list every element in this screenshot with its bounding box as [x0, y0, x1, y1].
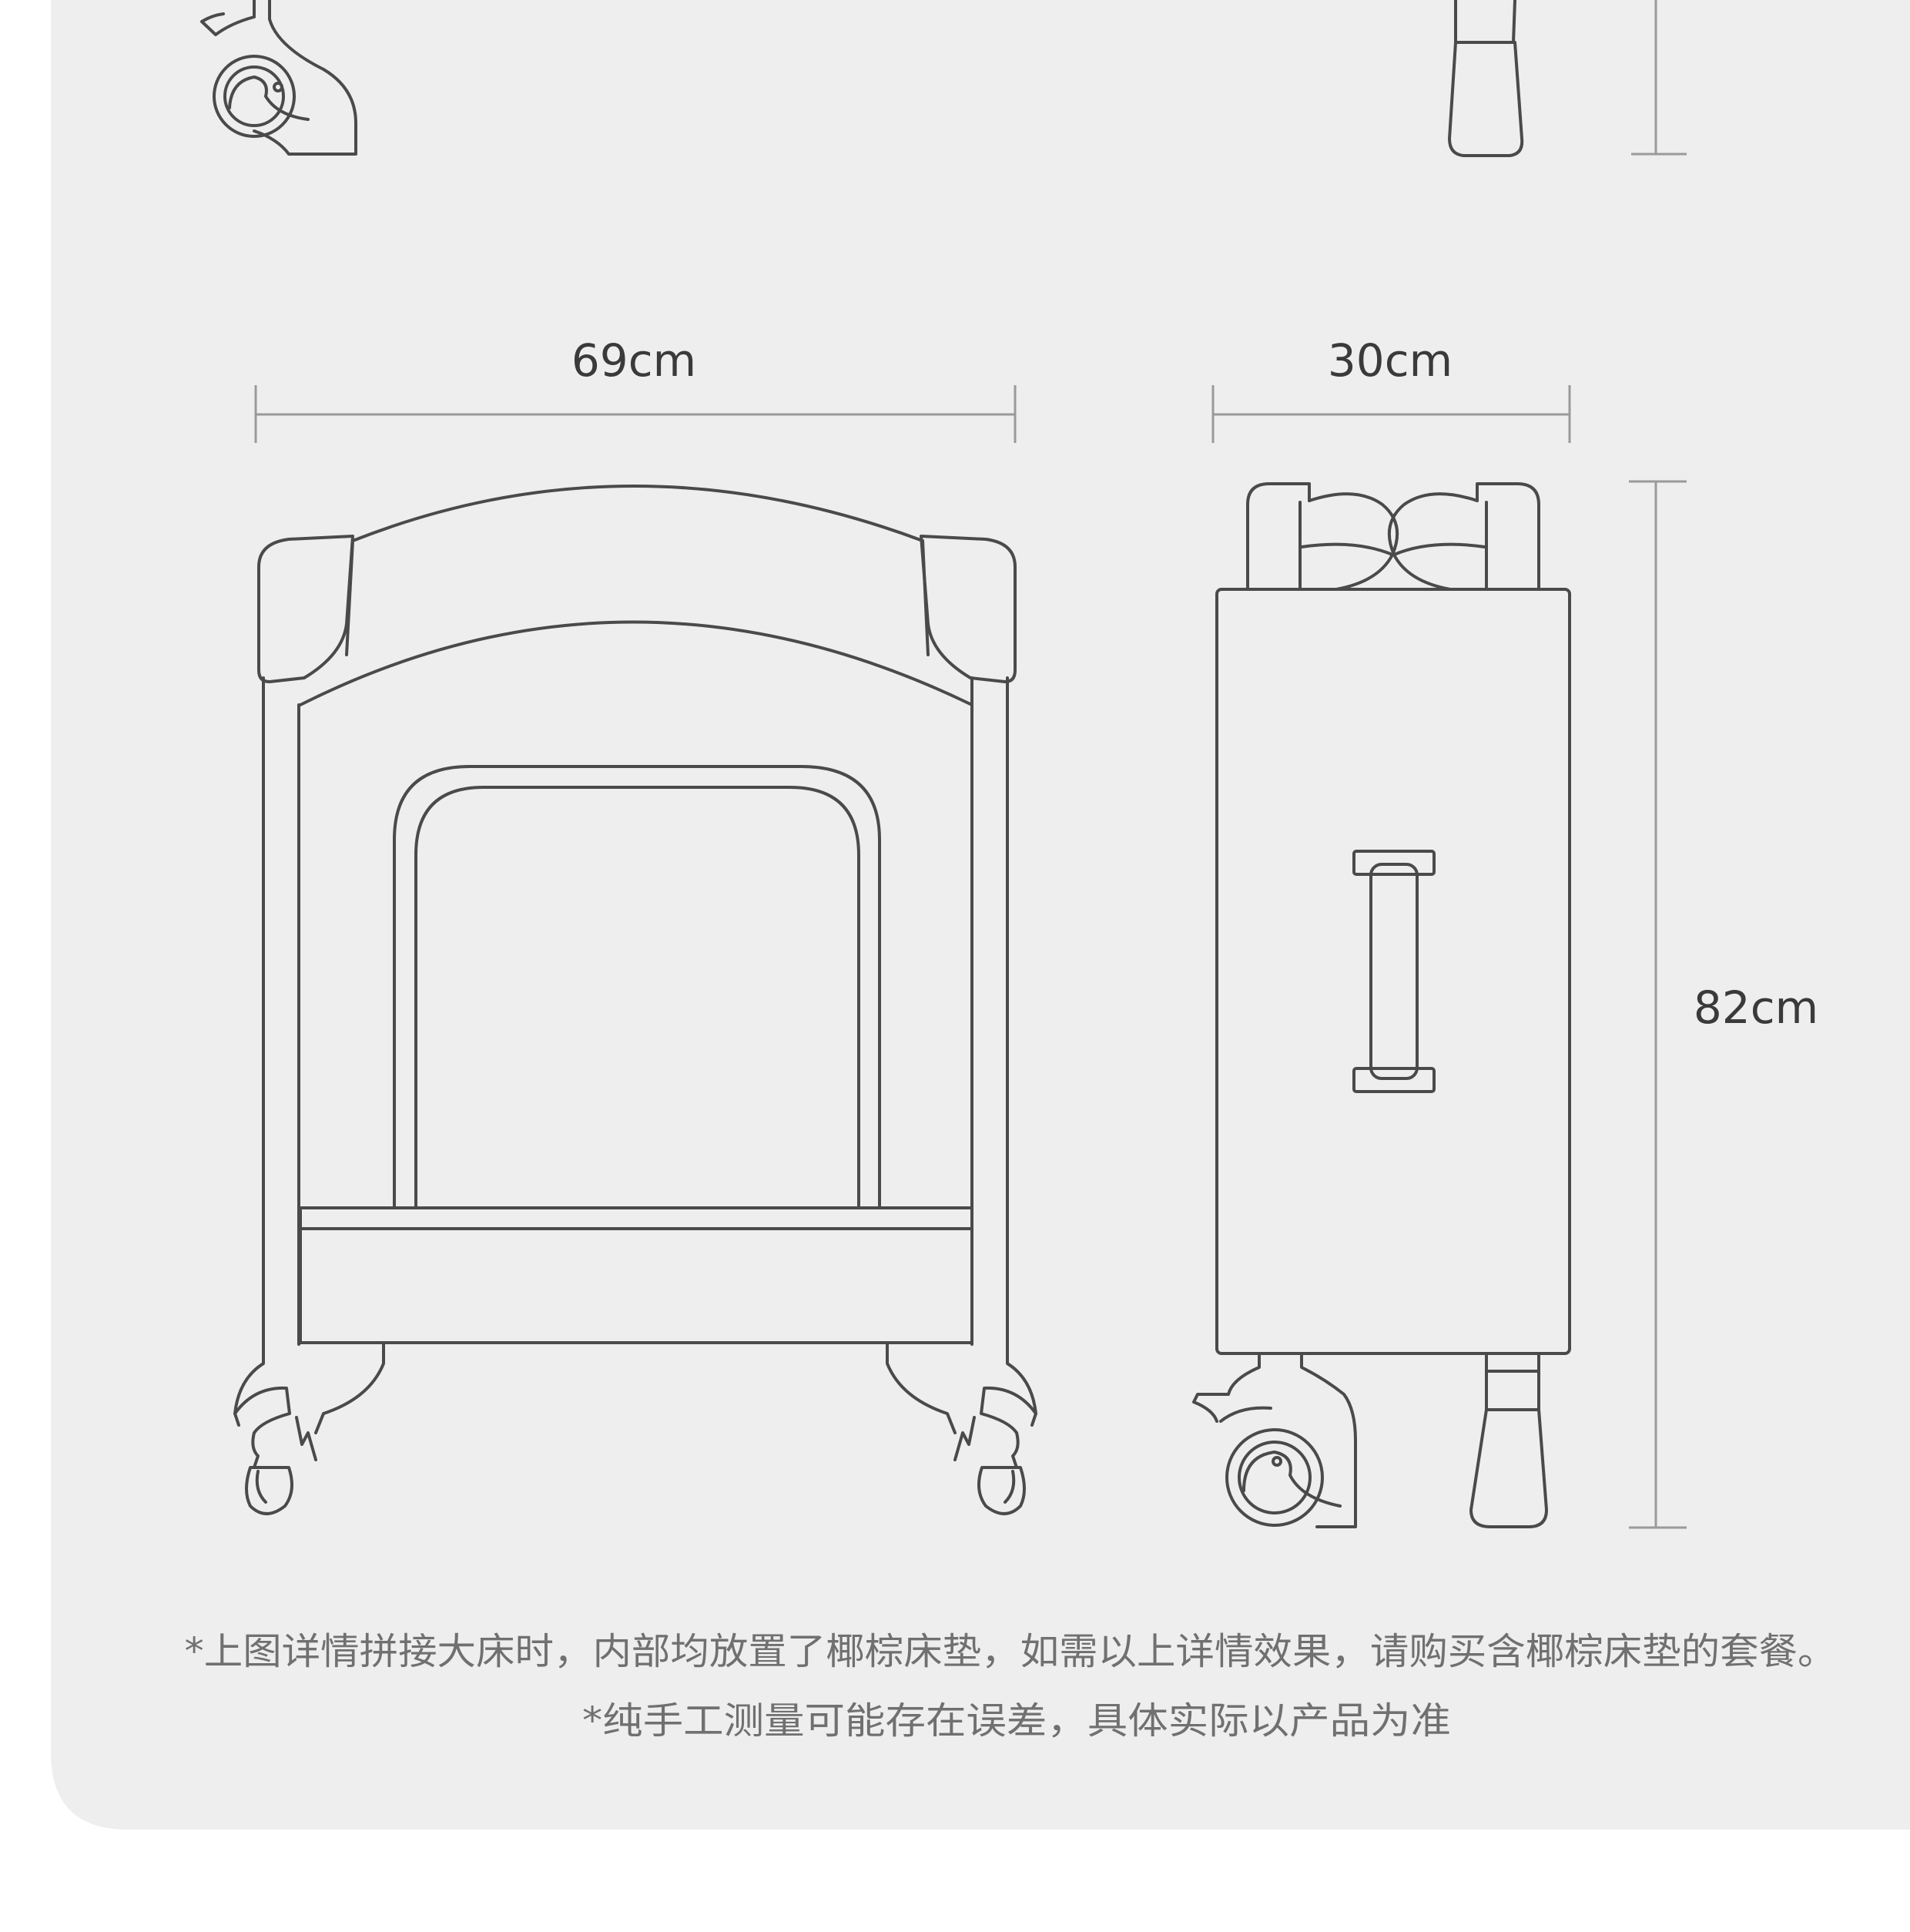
note-line-1: *上图详情拼接大床时，内部均放置了椰棕床垫，如需以上详情效果，请购买含椰棕床垫的…	[185, 1630, 1837, 1673]
height-dimension: 82cm	[1629, 480, 1818, 1529]
height-label: 82cm	[1694, 981, 1818, 1034]
top-height-dimension-partial	[1631, 0, 1687, 156]
crib-side-view	[1192, 482, 1571, 1528]
depth-dimension: 30cm	[1211, 334, 1571, 443]
width-label: 69cm	[571, 334, 696, 387]
panel-background	[51, 0, 1910, 1830]
top-right-leg-partial	[1448, 0, 1524, 157]
note-line-2: *纯手工测量可能存在误差，具体实际以产品为准	[582, 1699, 1451, 1742]
width-dimension: 69cm	[254, 334, 1017, 443]
crib-front-view	[233, 485, 1037, 1515]
depth-label: 30cm	[1328, 334, 1453, 387]
top-left-wheel-partial	[200, 0, 357, 156]
